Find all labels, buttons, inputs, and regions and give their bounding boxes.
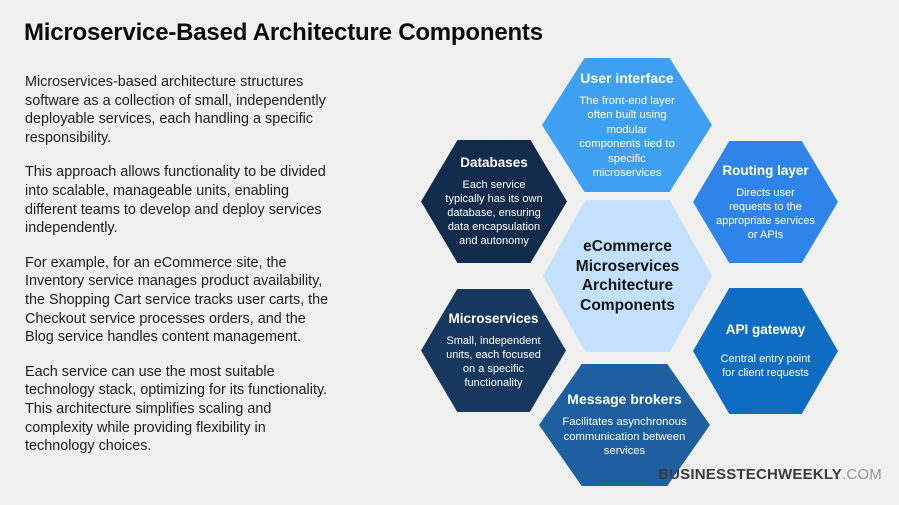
hexagon-center-label: eCommerce Microservices Architecture Com… (575, 238, 680, 314)
hexagon-api-gateway-description: Central entry point for client requests (720, 353, 811, 379)
hexagon-microservices-title: Microservices (448, 311, 539, 326)
hexagon-user-interface-title: User interface (580, 69, 674, 86)
intro-paragraph-4: Each service can use the most suitable t… (25, 363, 328, 455)
hexagon-message-brokers: Message brokers Facilitates asynchronous… (539, 364, 710, 486)
hexagon-message-brokers-description: Facilitates asynchronous communication b… (562, 416, 687, 458)
hexagon-routing-layer-description: Directs user requests to the appropriate… (715, 186, 816, 241)
hexagon-microservices: Microservices Small, independent units, … (421, 289, 566, 412)
hexagon-databases-description: Each service typically has its own datab… (445, 179, 543, 247)
hexagon-center: eCommerce Microservices Architecture Com… (543, 200, 712, 352)
hexagon-message-brokers-title: Message brokers (567, 391, 682, 408)
brand-logo-suffix: .COM (842, 466, 882, 483)
intro-paragraph-3: For example, for an eCommerce site, the … (25, 254, 329, 346)
hexagon-routing-layer-title: Routing layer (722, 162, 809, 178)
hexagon-routing-layer: Routing layer Directs user requests to t… (693, 141, 838, 263)
brand-logo-name: BUSINESSTECHWEEKLY (658, 466, 843, 483)
hexagon-api-gateway: API gateway Central entry point for clie… (693, 288, 838, 414)
intro-paragraph-1: Microservices-based architecture structu… (25, 74, 326, 146)
hexagon-api-gateway-title: API gateway (725, 322, 806, 337)
hexagon-microservices-description: Small, independent units, each focused o… (446, 335, 541, 389)
intro-text-block: Microservices-based architecture structu… (25, 73, 403, 472)
hexagon-user-interface-description: The front-end layer often built using mo… (579, 94, 675, 180)
hexagon-databases-title: Databases (460, 155, 528, 170)
intro-paragraph-2: This approach allows functionality to be… (25, 164, 326, 237)
hexagon-databases: Databases Each service typically has its… (421, 140, 567, 263)
page-title: Microservice-Based Architecture Componen… (24, 19, 543, 46)
hexagon-user-interface: User interface The front-end layer often… (542, 58, 712, 192)
brand-logo: BUSINESSTECHWEEKLY.COM (658, 466, 882, 483)
